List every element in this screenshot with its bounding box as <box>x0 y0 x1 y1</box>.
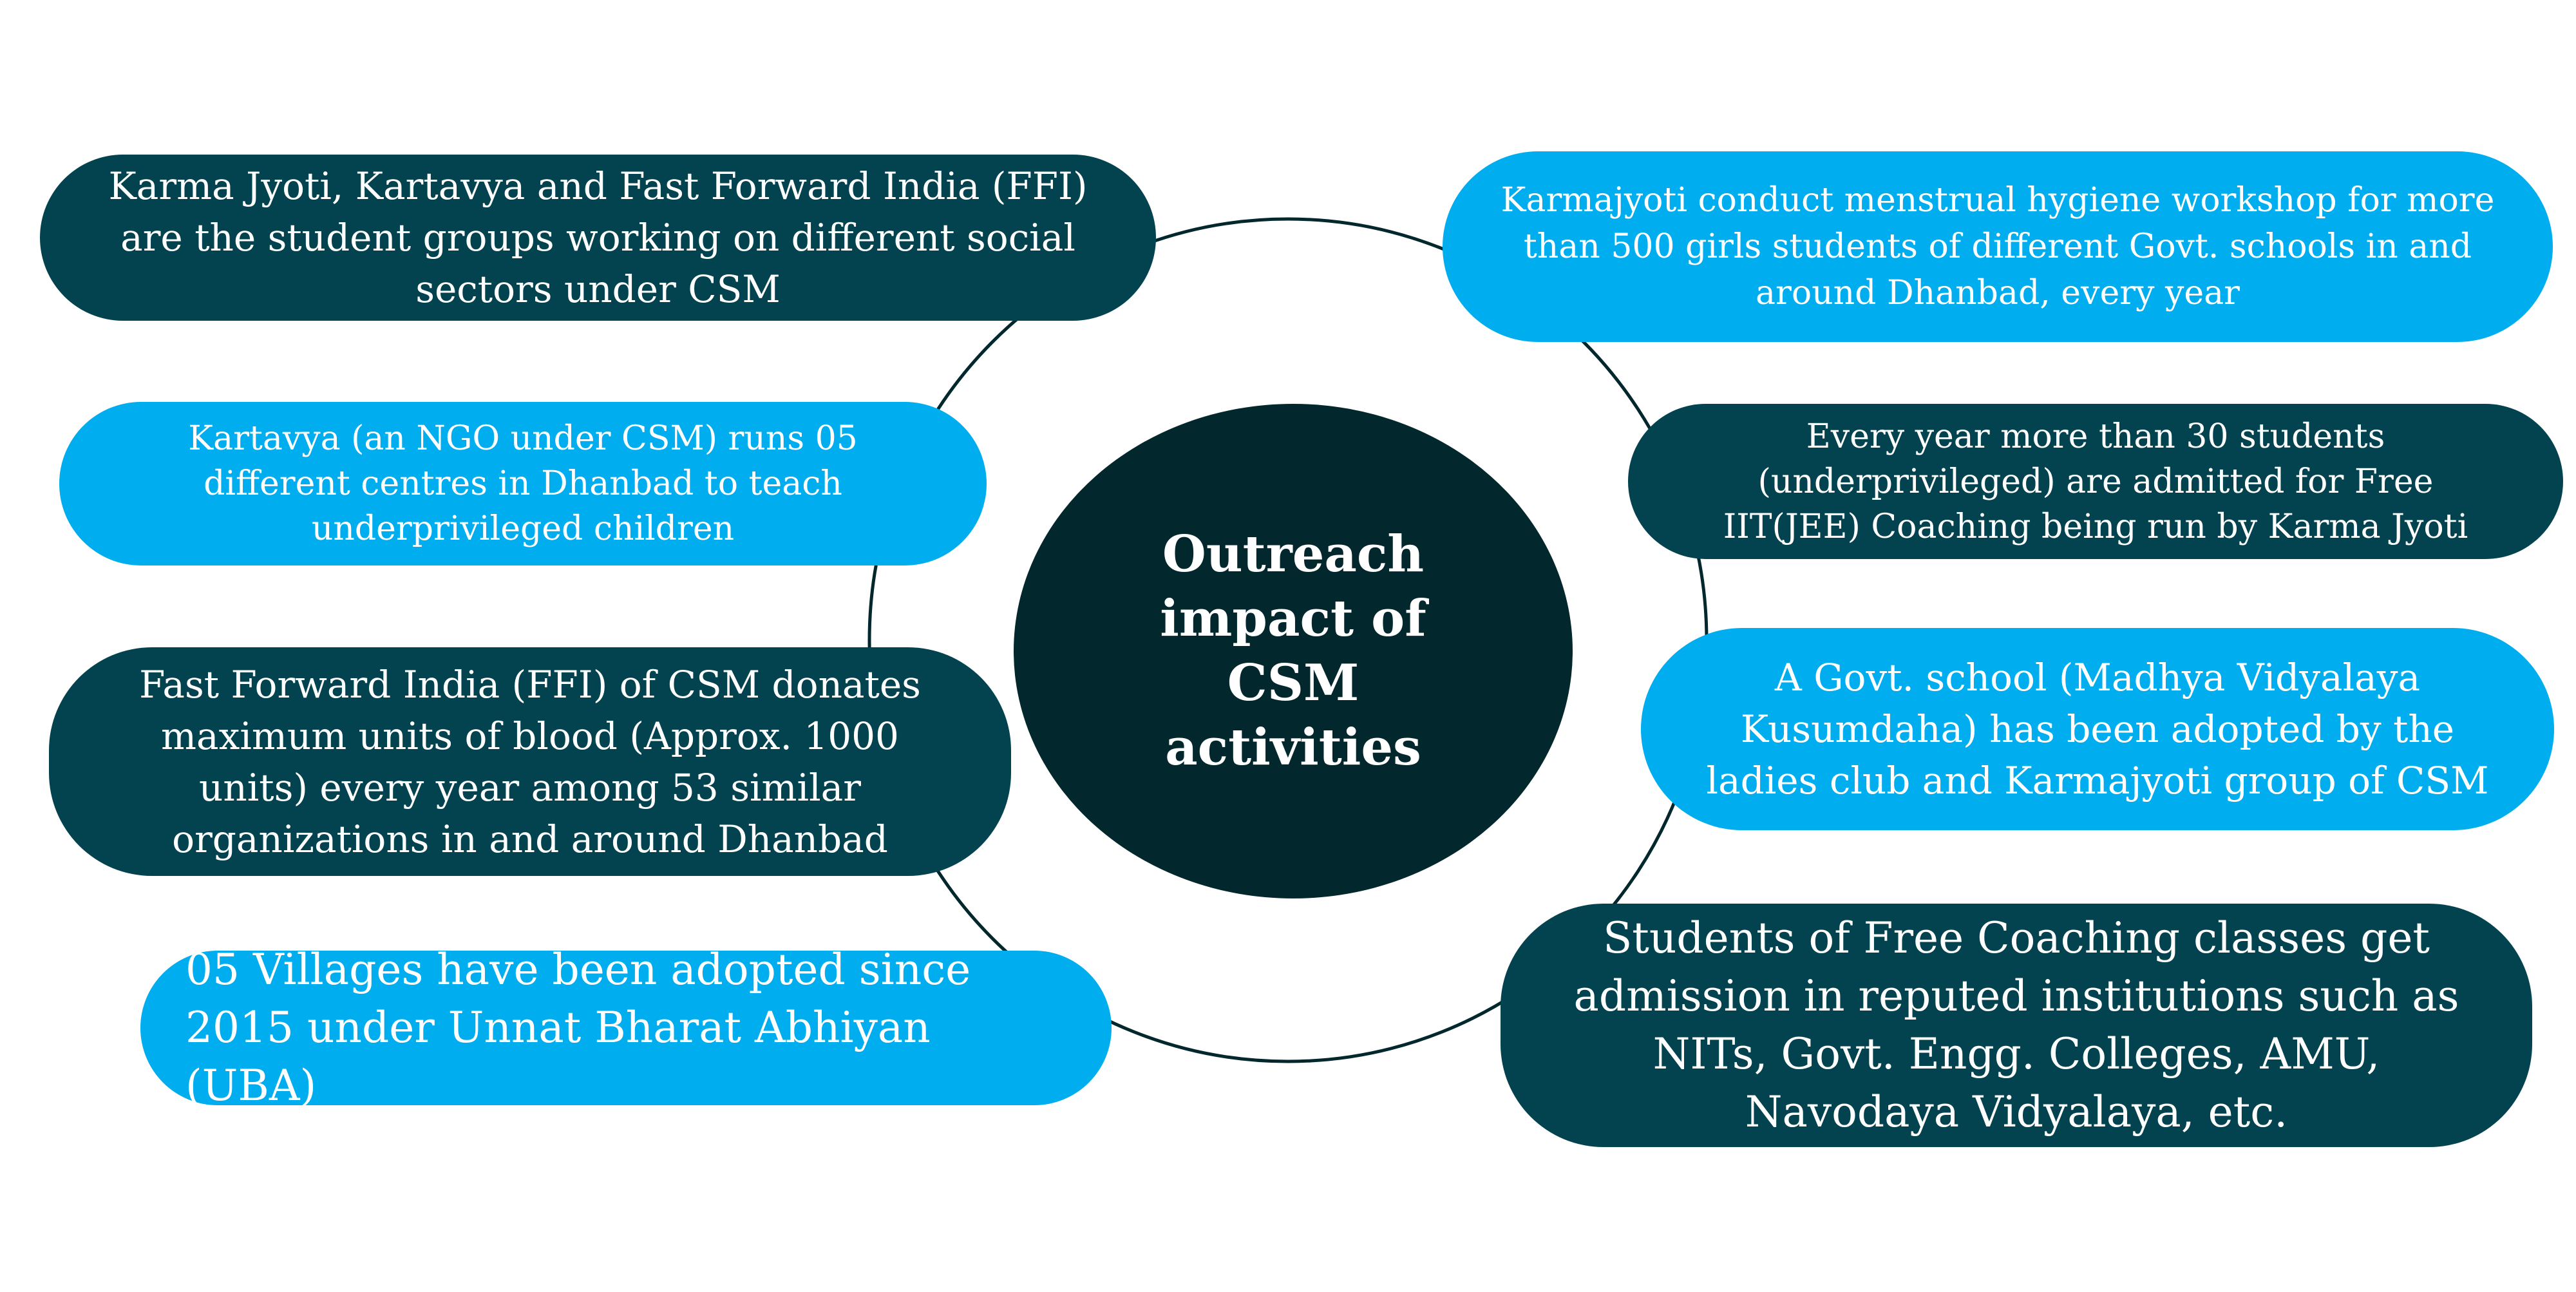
item-school-adopted-text: A Govt. school (Madhya Vidyalaya Kusumda… <box>1706 656 2489 803</box>
item-coaching-admissions-text: Students of Free Coaching classes get ad… <box>1573 913 2459 1137</box>
item-school-adopted: A Govt. school (Madhya Vidyalaya Kusumda… <box>1641 628 2554 830</box>
item-menstrual-hygiene-workshop-text: Karmajyoti conduct menstrual hygiene wor… <box>1501 181 2495 312</box>
item-free-iit-coaching: Every year more than 30 students (underp… <box>1628 404 2563 559</box>
item-villages-adopted-text: 05 Villages have been adopted since 2015… <box>185 945 971 1110</box>
item-villages-adopted: 05 Villages have been adopted since 2015… <box>140 945 1112 1110</box>
item-kartavya-centres-text: Kartavya (an NGO under CSM) runs 05 diff… <box>188 419 858 548</box>
item-free-iit-coaching-text: Every year more than 30 students (underp… <box>1723 417 2468 546</box>
item-student-groups: Karma Jyoti, Kartavya and Fast Forward I… <box>40 155 1156 321</box>
item-menstrual-hygiene-workshop: Karmajyoti conduct menstrual hygiene wor… <box>1443 151 2553 342</box>
central-topic-title: Outreach impact of CSM activities <box>1160 525 1426 777</box>
item-kartavya-centres: Kartavya (an NGO under CSM) runs 05 diff… <box>59 402 987 565</box>
item-student-groups-text: Karma Jyoti, Kartavya and Fast Forward I… <box>108 164 1088 311</box>
item-coaching-admissions: Students of Free Coaching classes get ad… <box>1501 904 2532 1147</box>
central-topic-circle: Outreach impact of CSM activities <box>1014 404 1573 898</box>
item-ffi-blood-donation-text: Fast Forward India (FFI) of CSM donates … <box>139 662 921 861</box>
item-ffi-blood-donation: Fast Forward India (FFI) of CSM donates … <box>49 647 1011 876</box>
